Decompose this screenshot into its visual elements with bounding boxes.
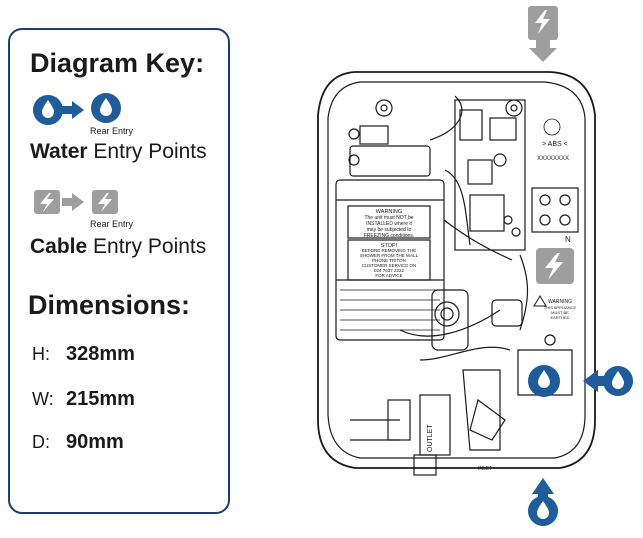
- flow-valve: [434, 301, 460, 327]
- cable-rest-label: Entry Points: [93, 235, 207, 258]
- lightning-bolt-icon: [92, 190, 118, 214]
- warning-top-line-2: INSTALLED where it: [366, 221, 412, 227]
- arrow-right-icon: [62, 101, 84, 119]
- warning-right-line-3: EARTHED: [550, 315, 569, 320]
- water-rear-entry-label: Rear Entry: [90, 126, 134, 136]
- arrow-right-icon: [62, 193, 84, 211]
- water-rest-label: Entry Points: [93, 140, 207, 163]
- dimension-height-value: 328mm: [66, 343, 135, 365]
- warning-top-line-1: The unit must NOT be: [364, 215, 413, 221]
- dimension-depth-value: 90mm: [66, 431, 124, 453]
- lightning-bolt-icon: [528, 6, 558, 62]
- dimension-width-value: 215mm: [66, 388, 135, 410]
- dimension-width-label: W:: [32, 389, 54, 409]
- outlet-pipe: [419, 394, 451, 456]
- n-label: N: [565, 235, 571, 244]
- warning-stop-line-0: STOP!: [381, 243, 398, 249]
- heater-tank: [335, 179, 445, 341]
- warning-stop-line-4: CUSTOMER SERVICE ON: [362, 263, 417, 268]
- water-drop-icon: [528, 365, 560, 397]
- abs-label: > ABS <: [542, 141, 568, 148]
- warning-right-line-2: MUST BE: [551, 310, 569, 315]
- water-entry-label: Water Entry Points: [30, 140, 207, 164]
- water-bold-label: Water: [30, 140, 88, 163]
- water-drop-icon: [528, 478, 558, 526]
- warning-top-line-3: may be subjected to: [367, 227, 412, 233]
- terminal-block: [531, 187, 579, 233]
- warning-stop-line-2: SHOWER FROM THE WALL: [360, 253, 419, 258]
- inlet-label: INLET: [478, 466, 492, 472]
- warning-stop-line-6: FOR ADVICE: [375, 273, 402, 278]
- cable-bold-label: Cable: [30, 235, 88, 258]
- warning-stop-line-3: PHONE TRITON: [372, 258, 406, 263]
- shower-outer-casing: [317, 71, 596, 469]
- diagram-key-title: Diagram Key:: [30, 48, 205, 78]
- dimensions-title: Dimensions:: [28, 290, 191, 320]
- cable-rear-entry-label: Rear Entry: [90, 219, 134, 229]
- water-drop-icon: [91, 93, 121, 123]
- water-drop-icon: [33, 95, 63, 125]
- warning-stop-line-1: BEFORE REMOVING THE: [362, 248, 416, 253]
- serial-label: XXXXXXXX: [537, 156, 569, 162]
- warning-right-line-0: WARNING: [548, 299, 572, 305]
- warning-top-line-0: WARNING: [376, 209, 402, 215]
- warning-top-line-4: FREEZING conditions.: [364, 233, 415, 239]
- dimension-depth-label: D:: [32, 432, 50, 452]
- warning-right-line-1: THIS APPLIANCE: [544, 305, 577, 310]
- cable-entry-label: Cable Entry Points: [30, 235, 206, 259]
- dimension-height-label: H:: [32, 344, 50, 364]
- shower-inner-casing: [327, 81, 586, 459]
- water-drop-icon: [583, 366, 633, 396]
- warning-stop-line-5: 024 7637 2222: [374, 268, 405, 273]
- lightning-bolt-icon: [34, 190, 60, 214]
- lightning-bolt-icon: [536, 248, 574, 284]
- outlet-label: OUTLET: [427, 424, 434, 452]
